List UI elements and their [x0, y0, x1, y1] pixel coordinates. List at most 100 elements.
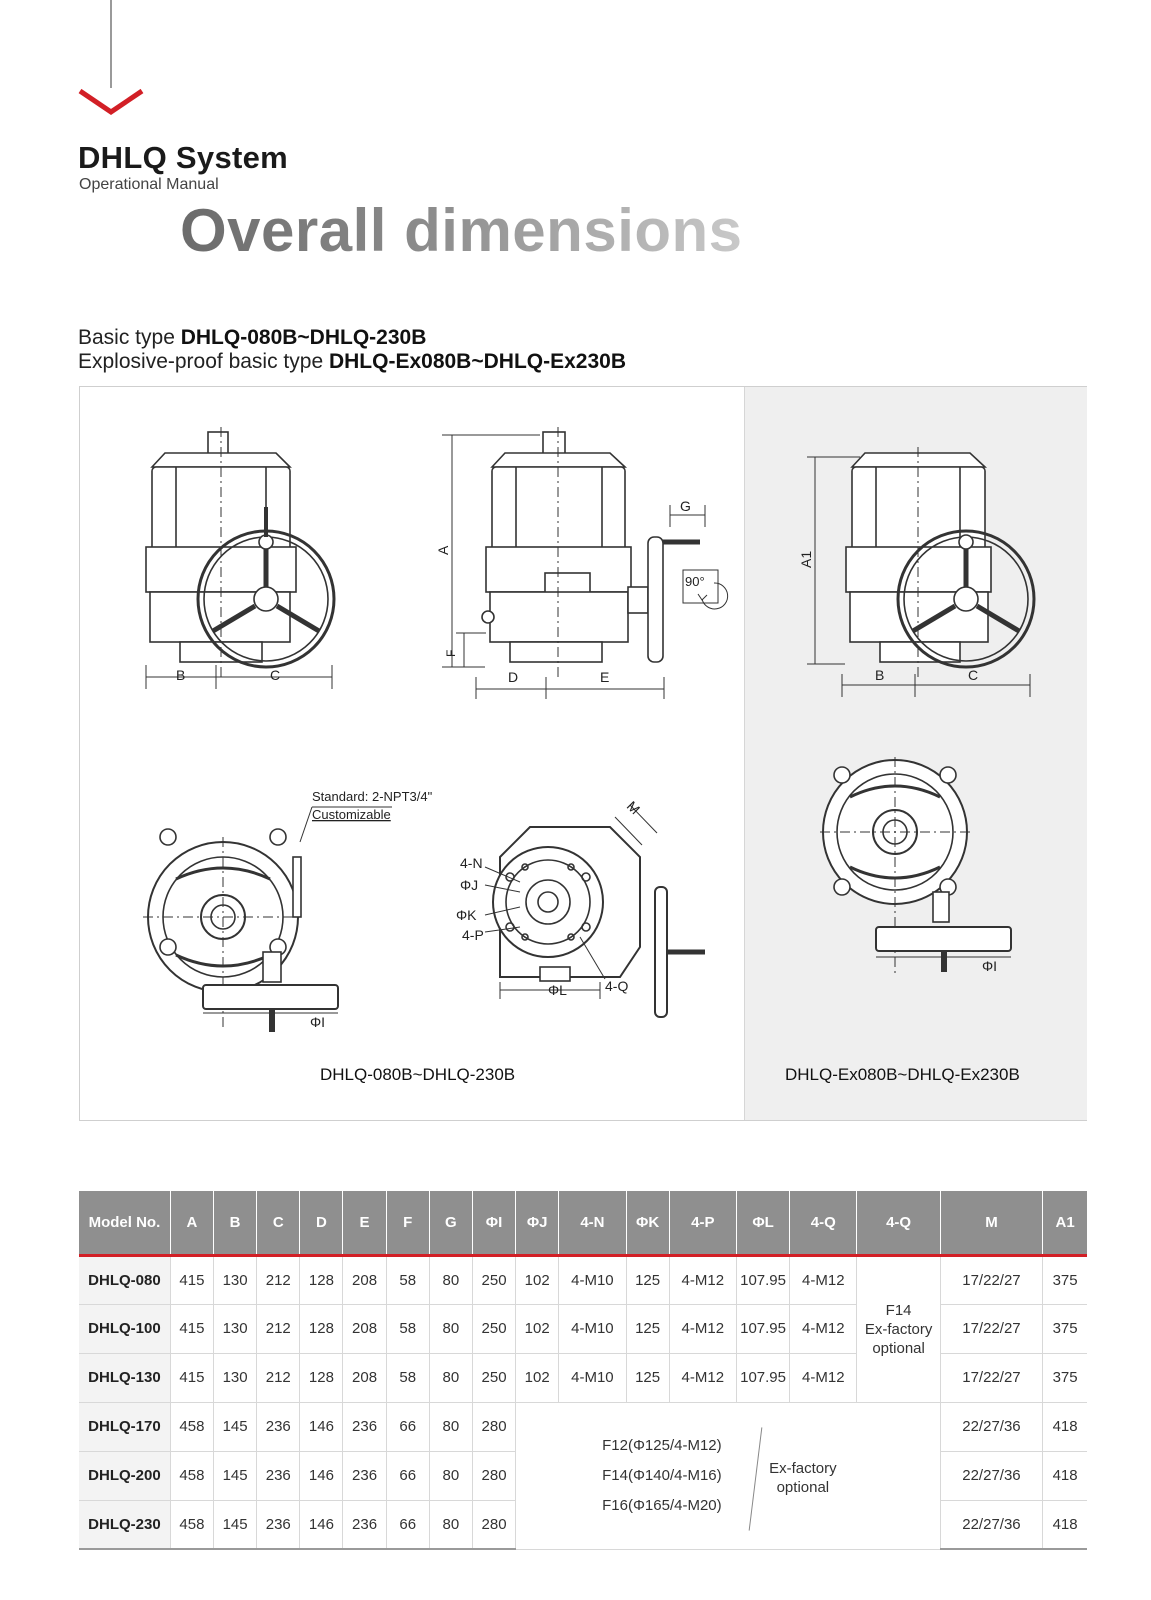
explosive-type-line: Explosive-proof basic type DHLQ-Ex080B~D… — [78, 350, 626, 374]
header-phi-l: ΦL — [736, 1191, 791, 1257]
label-phi-k: ΦK — [456, 907, 477, 923]
cell-4q: 4-M12 — [789, 1353, 858, 1403]
cell-phi-i: 280 — [472, 1451, 517, 1501]
ex-front-view-drawing — [845, 447, 1036, 677]
header-phi-j: ΦJ — [515, 1191, 560, 1257]
cell-a: 458 — [170, 1500, 215, 1550]
label-phi-i: ΦI — [310, 1014, 325, 1030]
cell-phi-l: 107.95 — [736, 1304, 791, 1354]
merged-4q-line-1: F14 — [885, 1301, 912, 1319]
cell-g: 80 — [429, 1500, 473, 1550]
cell-flange-options-merged: F12(Φ125/4-M12) F14(Φ140/4-M16) F16(Φ165… — [515, 1402, 941, 1550]
cell-e: 236 — [342, 1451, 387, 1501]
header-vertical-line — [110, 0, 112, 88]
label-d: D — [508, 669, 518, 685]
cell-d: 146 — [299, 1402, 344, 1452]
cell-phi-k: 125 — [626, 1255, 670, 1305]
label-e: E — [600, 669, 609, 685]
cell-g: 80 — [429, 1353, 473, 1403]
cell-a: 415 — [170, 1255, 215, 1305]
label-phi-j: ΦJ — [460, 877, 478, 893]
label-a: A — [435, 545, 451, 555]
header-4n: 4-N — [558, 1191, 627, 1257]
cell-f: 58 — [386, 1353, 430, 1403]
table-row: DHLQ-200 458 145 236 146 236 66 80 280 2… — [79, 1451, 1087, 1501]
cell-c: 236 — [256, 1500, 301, 1550]
bottom-view-drawing — [143, 806, 392, 1032]
cell-a1: 418 — [1042, 1500, 1087, 1550]
label-f: F — [444, 650, 458, 657]
cell-m: 17/22/27 — [940, 1304, 1044, 1354]
flange-note-line-2: optional — [776, 1478, 830, 1496]
cell-g: 80 — [429, 1255, 473, 1305]
side-view-drawing — [481, 427, 700, 677]
label-b-ex: B — [875, 667, 884, 683]
cell-4n: 4-M10 — [558, 1304, 627, 1354]
cell-e: 208 — [342, 1304, 387, 1354]
basic-type-models: DHLQ-080B~DHLQ-230B — [180, 326, 427, 349]
flange-note: Ex-factory optional — [769, 1459, 837, 1497]
flange-view-drawing — [484, 804, 705, 1018]
header-4q: 4-Q — [789, 1191, 858, 1257]
cell-phi-j: 102 — [515, 1304, 560, 1354]
cell-d: 128 — [299, 1304, 344, 1354]
cell-b: 145 — [213, 1451, 258, 1501]
basic-type-line: Basic type DHLQ-080B~DHLQ-230B — [78, 326, 426, 350]
explosive-type-models: DHLQ-Ex080B~DHLQ-Ex230B — [328, 350, 626, 373]
table-row: DHLQ-080 415 130 212 128 208 58 80 250 1… — [79, 1255, 1087, 1403]
page-heading: Overall dimensions — [180, 197, 743, 264]
cell-4q: 4-M12 — [789, 1304, 858, 1354]
cell-phi-i: 250 — [472, 1255, 517, 1305]
cell-f: 66 — [386, 1500, 430, 1550]
brand-subtitle: Operational Manual — [79, 176, 219, 193]
cell-d: 146 — [299, 1451, 344, 1501]
cell-a: 415 — [170, 1353, 215, 1403]
header-g: G — [429, 1191, 473, 1257]
cell-f: 66 — [386, 1451, 430, 1501]
basic-type-prefix: Basic type — [78, 326, 181, 349]
cell-4n: 4-M10 — [558, 1255, 627, 1305]
label-a1: A1 — [798, 551, 814, 568]
cell-m: 22/27/36 — [940, 1451, 1044, 1501]
header-a: A — [170, 1191, 215, 1257]
table-row: DHLQ-130 415 130 212 128 208 58 80 250 1… — [79, 1353, 1087, 1403]
merged-4q-line-2: Ex-factory — [864, 1320, 933, 1338]
flange-options-list: F12(Φ125/4-M12) F14(Φ140/4-M16) F16(Φ165… — [602, 1431, 722, 1521]
callout-standard: Standard: 2-NPT3/4" — [312, 789, 433, 804]
cell-4q: 4-M12 — [789, 1255, 858, 1305]
cell-e: 236 — [342, 1402, 387, 1452]
cell-g: 80 — [429, 1402, 473, 1452]
cell-a1: 375 — [1042, 1304, 1087, 1354]
label-4q: 4-Q — [605, 978, 628, 994]
cell-4n: 4-M10 — [558, 1353, 627, 1403]
flange-note-line-1: Ex-factory — [769, 1459, 837, 1477]
header-m: M — [940, 1191, 1044, 1257]
cell-f: 66 — [386, 1402, 430, 1452]
cell-c: 212 — [256, 1255, 301, 1305]
cell-a: 458 — [170, 1402, 215, 1452]
table-row: DHLQ-230 458 145 236 146 236 66 80 280 2… — [79, 1500, 1087, 1550]
label-angle-90: 90° — [685, 574, 705, 589]
cell-m: 22/27/36 — [940, 1500, 1044, 1550]
cell-c: 212 — [256, 1353, 301, 1403]
cell-g: 80 — [429, 1304, 473, 1354]
table-row: DHLQ-170 458 145 236 146 236 66 80 280 F… — [79, 1402, 1087, 1550]
flange-option-f12: F12(Φ125/4-M12) — [602, 1436, 722, 1454]
callout-customizable: Customizable — [312, 807, 391, 822]
cell-phi-k: 125 — [626, 1304, 670, 1354]
header-b: B — [213, 1191, 258, 1257]
side-view-dimensions — [442, 434, 729, 699]
header-model: Model No. — [79, 1191, 171, 1257]
header-c: C — [256, 1191, 301, 1257]
brand-title: DHLQ System — [78, 140, 289, 175]
cell-e: 236 — [342, 1500, 387, 1550]
label-4p: 4-P — [462, 927, 484, 943]
cell-4p: 4-M12 — [669, 1255, 737, 1305]
table-row: DHLQ-100 415 130 212 128 208 58 80 250 1… — [79, 1304, 1087, 1354]
cell-f: 58 — [386, 1255, 430, 1305]
table-header-row: Model No. A B C D E F G ΦI ΦJ 4-N ΦK 4-P… — [79, 1191, 1087, 1257]
label-b: B — [176, 667, 185, 683]
cell-model: DHLQ-200 — [79, 1451, 171, 1501]
cell-4q-ex-merged: F14 Ex-factory optional — [856, 1255, 941, 1403]
cell-d: 128 — [299, 1255, 344, 1305]
